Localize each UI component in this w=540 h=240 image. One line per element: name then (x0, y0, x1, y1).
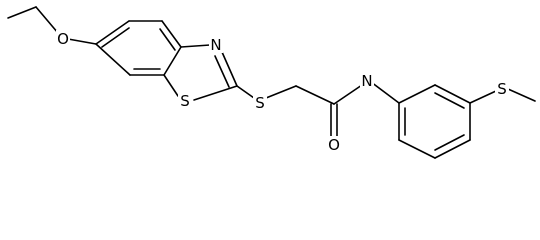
bond-ring-b-1 (398, 84, 436, 104)
bond-o-ring (67, 38, 97, 45)
bond-ring-b-4-inner (434, 134, 465, 151)
atom-labels: O N S S N O S (56, 30, 509, 154)
bond-c2-s-ring (193, 85, 238, 101)
bond-ring-a-4 (163, 46, 182, 76)
atom-label-thiazole-nitrogen: N (210, 36, 221, 54)
bond-n-c2 (221, 51, 238, 87)
bond-carbonyl-n (333, 84, 363, 105)
bond-ring-a-1 (95, 20, 130, 45)
bond-ring-a-3-inner (159, 28, 176, 51)
atom-label-ether-oxygen: O (57, 30, 69, 48)
bond-c2-s-linker (236, 85, 255, 99)
bond-ring-b-5 (398, 139, 436, 159)
bond-ring-a-6 (95, 43, 131, 76)
atom-label-methylthio-sulfur: S (497, 80, 507, 98)
bond-ring-b-2-inner (434, 92, 465, 109)
molecule-svg: O N S S N O S (7, 6, 536, 159)
bond-ring-b-4 (434, 139, 471, 159)
atom-label-thioether-sulfur: S (255, 94, 265, 112)
bond-s-methyl-ch3 (507, 88, 536, 102)
bond-ethyl-ch2-o (35, 6, 59, 34)
structure-diagram: O N S S N O S (7, 6, 536, 159)
bond-c3a-n (180, 44, 211, 48)
atom-label-carbonyl-oxygen: O (328, 136, 340, 154)
bond-s-linker-ch2 (265, 85, 297, 99)
atom-label-thiazole-sulfur: S (180, 92, 190, 110)
bond-ring-a-1-inner (101, 27, 130, 48)
bond-ring-a-3 (161, 20, 182, 48)
bond-s-ring-c7a (163, 74, 179, 97)
bond-ring-s-methyl (469, 90, 497, 104)
bonds (7, 6, 536, 159)
bond-ring-b-2 (434, 84, 471, 104)
bond-ch2-carbonyl (295, 85, 335, 105)
bond-n-aryl (370, 81, 400, 104)
bond-ethyl-ch3-ch2 (7, 6, 37, 19)
bond-n-c2-inner (214, 55, 230, 88)
atom-label-amide-nitrogen: N (361, 72, 372, 90)
